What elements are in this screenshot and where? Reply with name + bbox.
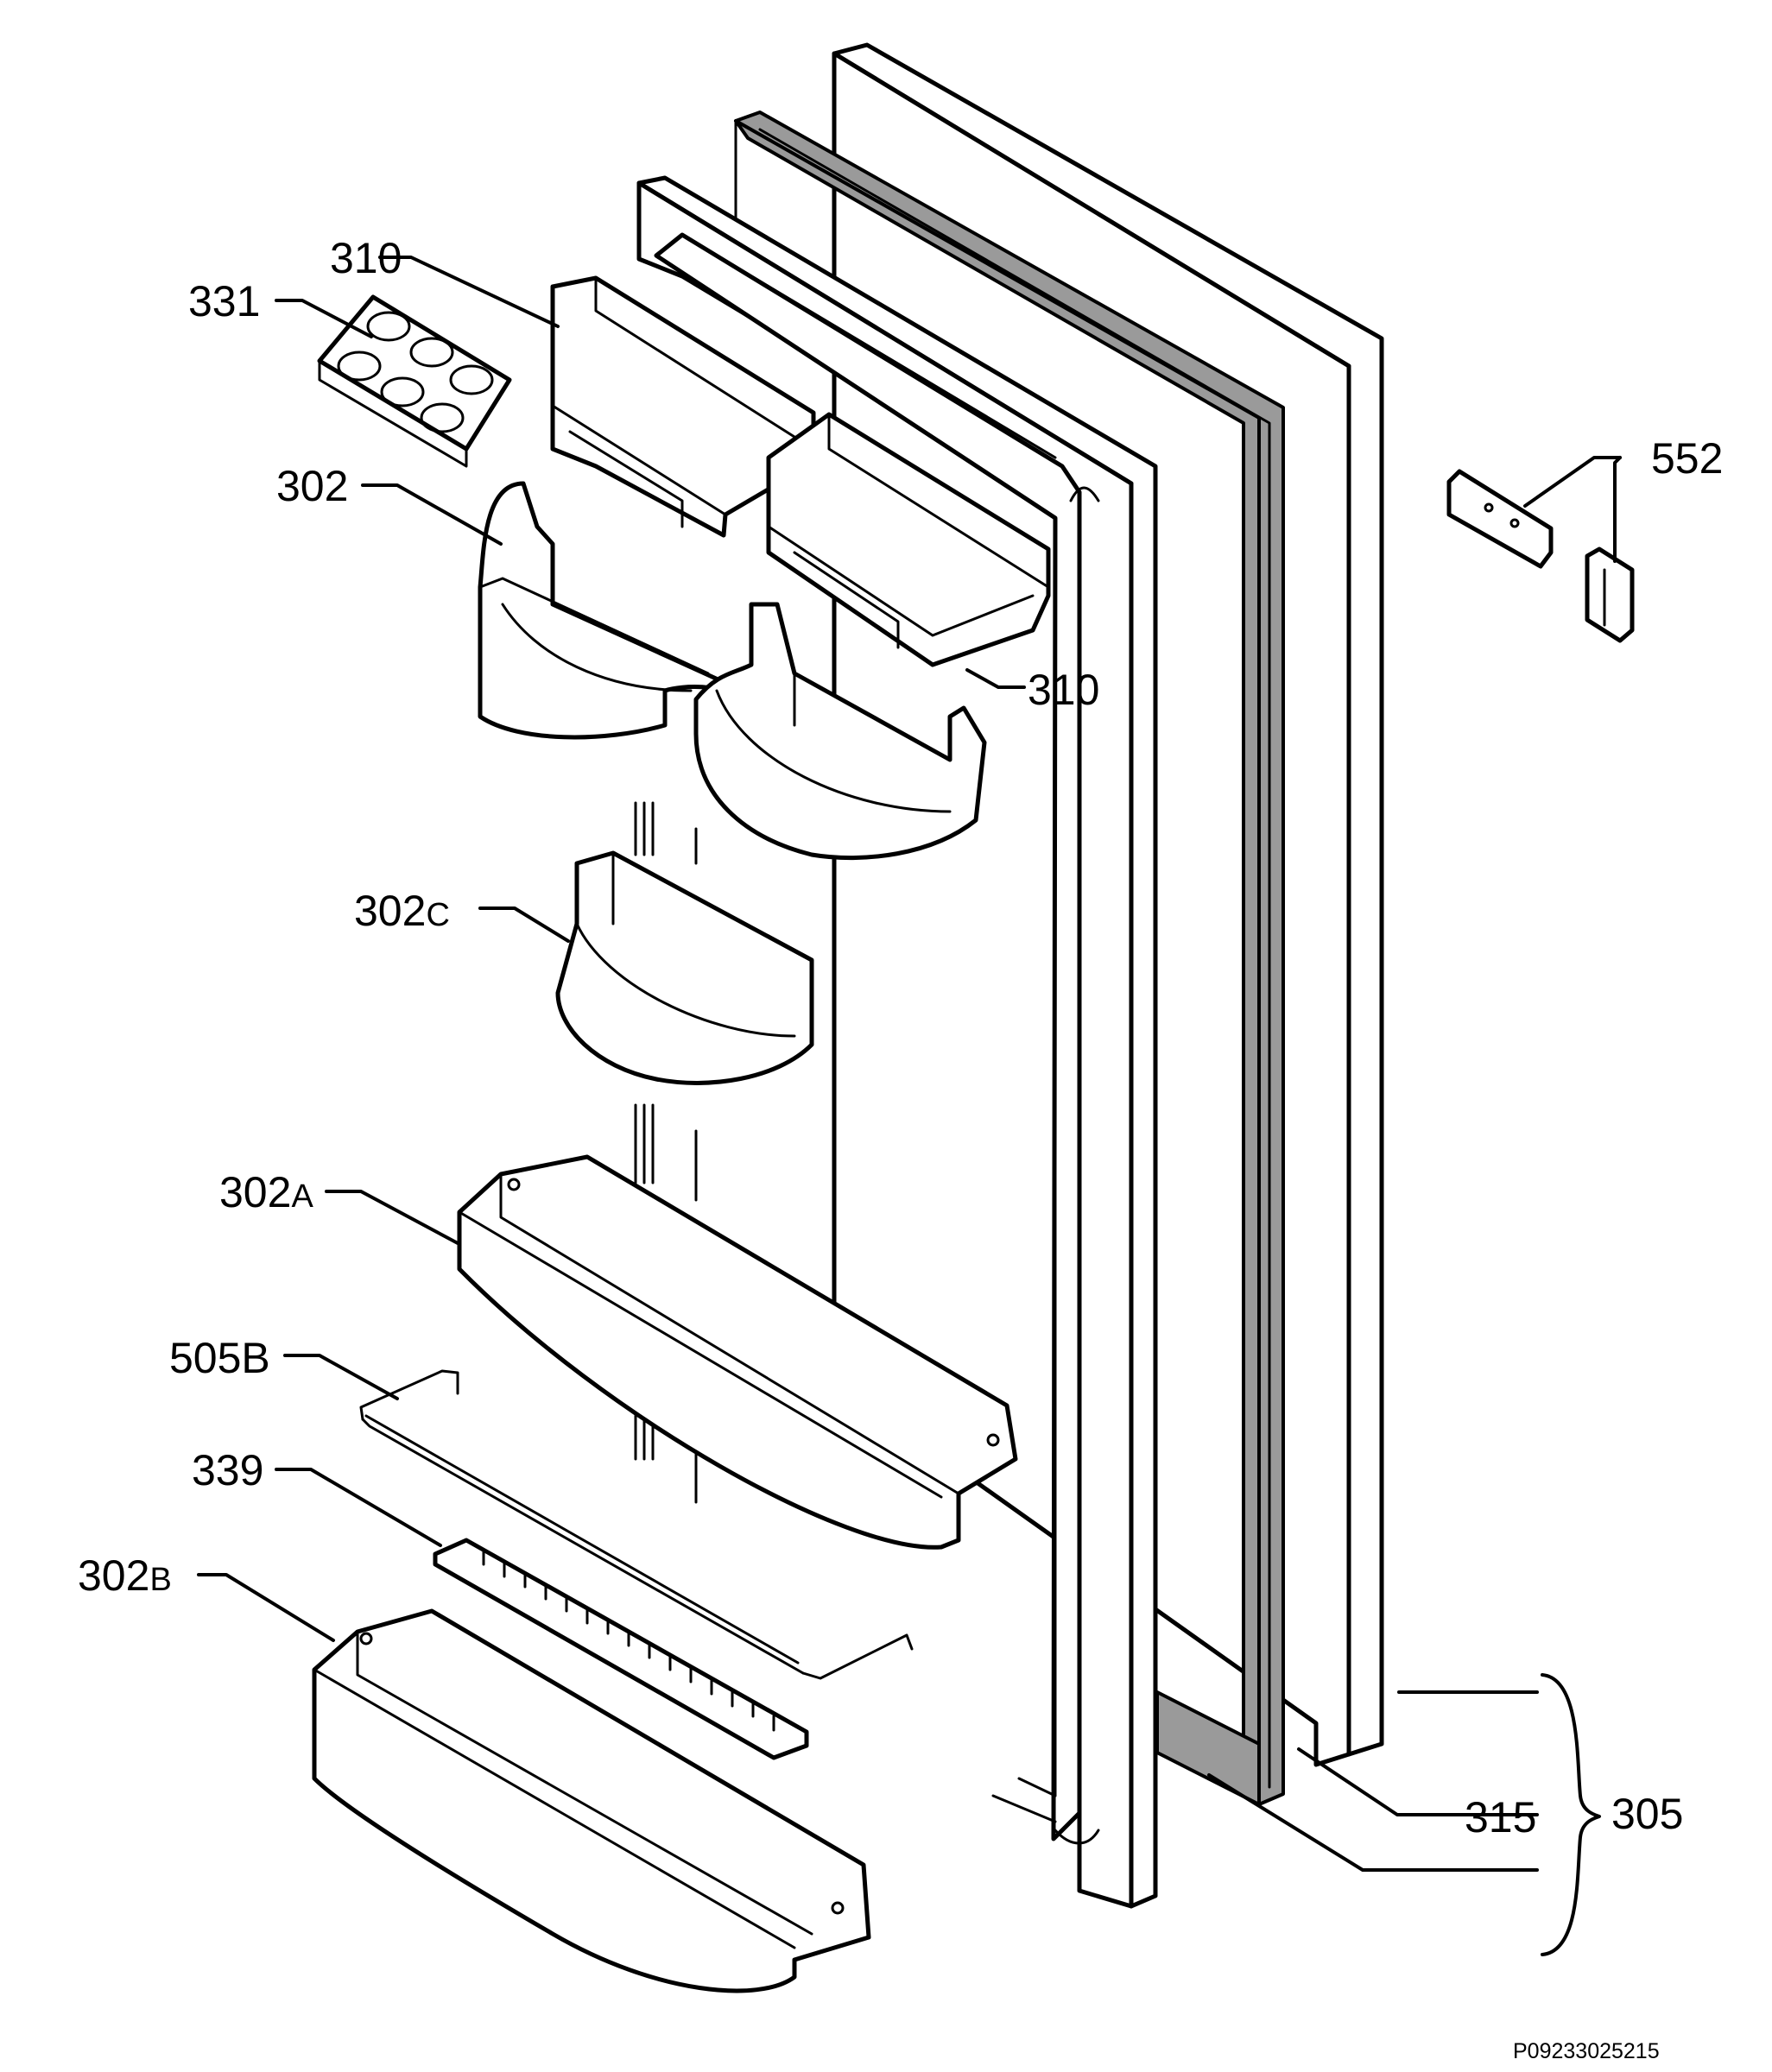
cover-310-right	[766, 412, 1051, 667]
callout-302b: 302B	[78, 1551, 172, 1600]
cover-310-left	[550, 275, 816, 538]
shelf-302a	[457, 1154, 1018, 1550]
callout-331: 331	[188, 277, 260, 325]
egg-tray-331	[317, 294, 512, 468]
shelf-302-upper-left	[478, 481, 745, 740]
door-inner-liner	[636, 175, 1158, 1909]
callout-505b: 505B	[169, 1334, 270, 1382]
callout-302: 302	[276, 462, 348, 510]
grille-339	[433, 1538, 809, 1760]
liner-rails	[634, 801, 698, 1504]
callout-302a: 302A	[219, 1168, 313, 1216]
leader-lines	[197, 256, 1622, 1956]
shelf-302c	[555, 850, 814, 1085]
callout-310-top: 310	[330, 234, 402, 282]
callout-302c: 302C	[354, 887, 450, 935]
callout-315: 315	[1465, 1793, 1536, 1841]
callout-552: 552	[1651, 434, 1723, 483]
wire-bar-505b	[359, 1369, 914, 1680]
shelf-302b	[312, 1608, 871, 1993]
shelf-302-upper-right	[693, 602, 987, 861]
callout-310-right: 310	[1028, 666, 1099, 714]
hinge-bracket-552	[1446, 469, 1635, 643]
callout-305: 305	[1611, 1790, 1683, 1838]
callout-339: 339	[192, 1446, 263, 1494]
reference-code: P09233025215	[1513, 2039, 1660, 2063]
callout-labels: 310 331 302 310 552 302C 302A 505B 339 3…	[78, 234, 1723, 1841]
